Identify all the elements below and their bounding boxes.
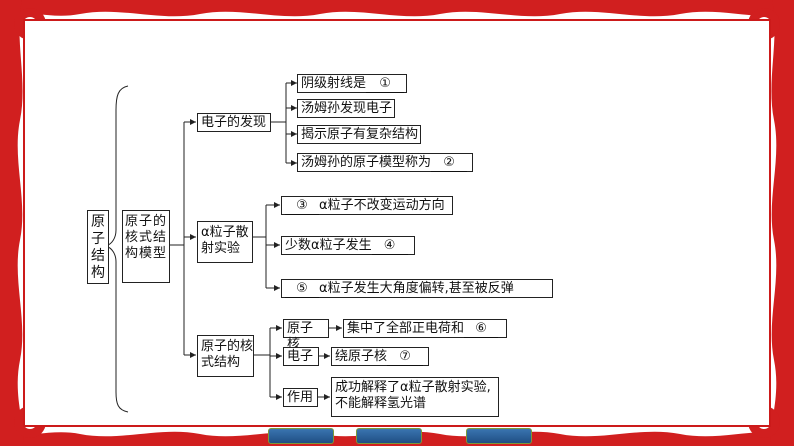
branch-title: 电子的发现 xyxy=(201,115,266,130)
label-text: 电子 xyxy=(287,349,313,364)
nav-home-button[interactable] xyxy=(356,428,422,444)
item-text: 集中了全部正电荷和 xyxy=(347,321,464,336)
label-function: 作用 xyxy=(283,388,318,407)
item-text: 揭示原子有复杂结构 xyxy=(301,127,418,142)
item-text-2: 不能解释氢光谱 xyxy=(335,396,495,412)
item-thomson-electron: 汤姆孙发现电子 xyxy=(297,99,395,118)
item-text: α粒子不改变运动方向 xyxy=(319,198,445,213)
nav-next-button[interactable] xyxy=(466,428,532,444)
item-text: 汤姆孙发现电子 xyxy=(301,101,392,116)
branch-electron-discovery: 电子的发现 xyxy=(197,113,271,132)
branch-title: 原子的核式结构 xyxy=(201,339,253,371)
model-label: 原子的核式结构模型 xyxy=(125,214,169,262)
label-text: 作用 xyxy=(287,390,313,405)
blank-7: ⑦ xyxy=(387,349,423,366)
root-node: 原子结构 xyxy=(87,210,109,284)
item-text: 阴级射线是 xyxy=(301,76,366,91)
blank-5: ⑤ xyxy=(285,281,319,298)
blank-3: ③ xyxy=(285,198,319,215)
item-function-desc: 成功解释了α粒子散射实验, 不能解释氢光谱 xyxy=(331,377,499,417)
branch-nuclear-structure: 原子的核式结构 xyxy=(197,335,254,377)
branch-alpha-scattering: α粒子散射实验 xyxy=(197,221,253,263)
nav-prev-button[interactable] xyxy=(268,428,334,444)
item-text: 少数α粒子发生 xyxy=(285,238,372,253)
label-nucleus: 原子核 xyxy=(283,319,329,338)
item-text: α粒子发生大角度偏转,甚至被反弹 xyxy=(319,281,514,296)
item-text: 绕原子核 xyxy=(335,349,387,364)
blank-2: ② xyxy=(431,155,467,172)
label-electron: 电子 xyxy=(283,347,319,366)
blank-4: ④ xyxy=(372,238,408,255)
blank-1: ① xyxy=(366,76,404,93)
model-node: 原子的核式结构模型 xyxy=(122,210,170,283)
item-complex-structure: 揭示原子有复杂结构 xyxy=(297,125,421,144)
item-text: 成功解释了α粒子散射实验, xyxy=(335,380,495,396)
item-text: 汤姆孙的原子模型称为 xyxy=(301,155,431,170)
root-label: 原子结构 xyxy=(91,214,106,282)
blank-6: ⑥ xyxy=(464,321,498,338)
branch-title: α粒子散射实验 xyxy=(201,225,251,257)
